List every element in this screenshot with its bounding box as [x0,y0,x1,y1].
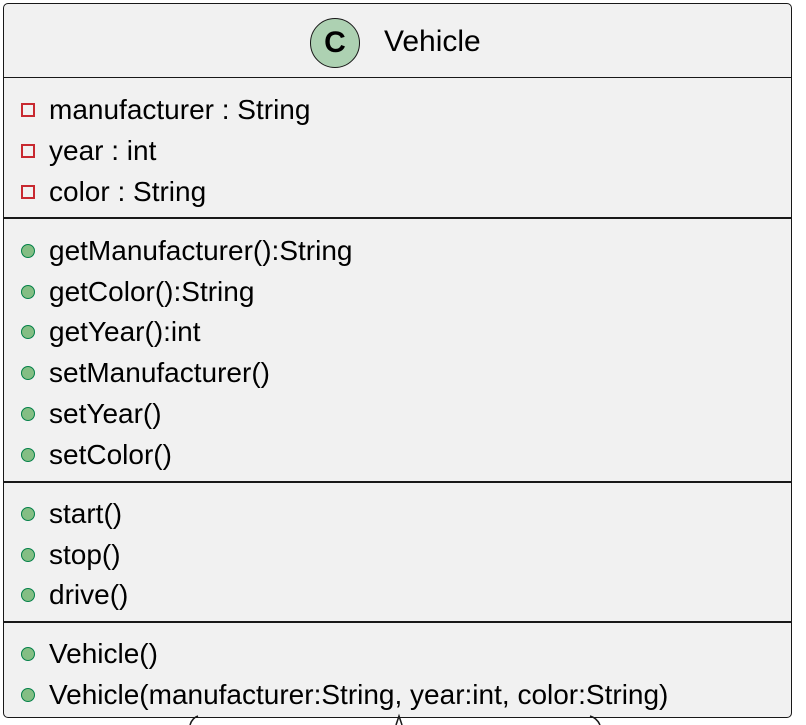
actions-divider [4,621,791,623]
public-circle-icon [21,588,35,602]
constructor-row: Vehicle() [4,634,791,674]
field-row: manufacturer : String [4,90,791,130]
method-row: setYear() [4,394,791,434]
method-text: getYear():int [49,316,201,347]
field-row: color : String [4,172,791,212]
constructor-row: Vehicle(manufacturer:String, year:int, c… [4,675,791,715]
method-text: setColor() [49,439,172,470]
method-text: setManufacturer() [49,357,270,388]
field-text: manufacturer : String [49,94,311,125]
public-circle-icon [21,244,35,258]
method-row: getYear():int [4,312,791,352]
method-text: getColor():String [49,276,255,307]
connector-stub [589,715,601,725]
public-circle-icon [21,548,35,562]
constructor-text: Vehicle() [49,638,158,669]
method-text: drive() [49,579,129,610]
method-text: start() [49,498,123,529]
method-row: setManufacturer() [4,353,791,393]
public-circle-icon [21,688,35,702]
field-text: year : int [49,135,157,166]
connector-stub [189,715,199,725]
public-circle-icon [21,507,35,521]
public-circle-icon [21,647,35,661]
field-row: year : int [4,131,791,171]
public-circle-icon [21,407,35,421]
connector-stubs [189,713,601,725]
fields-divider [4,217,791,219]
method-row: stop() [4,535,791,575]
class-stereotype-icon: C [310,18,360,68]
stereotype-letter: C [324,26,346,59]
method-row: start() [4,494,791,534]
method-text: stop() [49,539,121,570]
method-row: getColor():String [4,272,791,312]
method-row: getManufacturer():String [4,231,791,271]
class-header: C Vehicle [4,4,791,77]
method-row: drive() [4,575,791,615]
method-row: setColor() [4,435,791,475]
public-circle-icon [21,325,35,339]
public-circle-icon [21,366,35,380]
class-name: Vehicle [384,25,481,58]
public-circle-icon [21,448,35,462]
private-square-icon [21,185,35,199]
private-square-icon [21,103,35,117]
connector-stub [395,713,403,725]
field-text: color : String [49,176,207,207]
constructor-text: Vehicle(manufacturer:String, year:int, c… [49,679,669,710]
method-text: getManufacturer():String [49,235,353,266]
public-circle-icon [21,285,35,299]
class-box-vehicle: C Vehicle manufacturer : String year : i… [3,3,792,718]
header-divider [4,77,791,78]
private-square-icon [21,144,35,158]
accessors-divider [4,481,791,483]
method-text: setYear() [49,398,162,429]
